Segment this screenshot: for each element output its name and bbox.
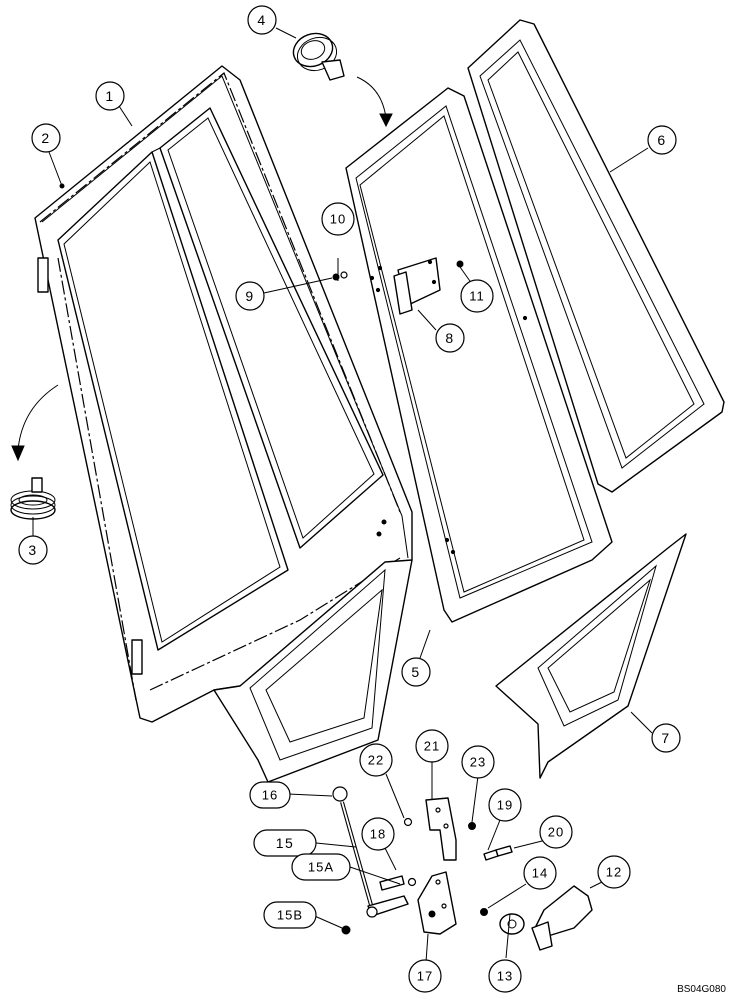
arrow-seal-left xyxy=(17,384,59,451)
pin-15a xyxy=(366,895,409,918)
callout-4-label: 4 xyxy=(257,12,266,28)
seal-roll-top xyxy=(292,32,345,81)
callout-9: 9 xyxy=(235,281,265,311)
callout-15b-label: 15B xyxy=(277,908,303,923)
callout-17-label: 17 xyxy=(417,969,433,984)
callout-11-label: 11 xyxy=(469,289,485,304)
callout-14-label: 14 xyxy=(532,866,548,881)
bolt-20 xyxy=(495,845,513,857)
callout-15-label: 15 xyxy=(276,835,295,851)
nut-15b xyxy=(341,925,351,935)
arrowhead-seal-left xyxy=(11,445,25,462)
callout-16-label: 16 xyxy=(262,788,278,803)
callout-9-label: 9 xyxy=(245,288,254,304)
callout-5: 5 xyxy=(401,657,431,687)
outer-glass-panel xyxy=(467,19,725,493)
callout-13-label: 13 xyxy=(497,969,513,984)
screw-22 xyxy=(403,817,413,827)
callout-22-label: 22 xyxy=(368,753,384,768)
callout-3: 3 xyxy=(18,535,48,565)
callout-12: 12 xyxy=(597,855,631,889)
latch-bracket xyxy=(393,257,441,315)
cylinder-13 xyxy=(499,913,525,935)
callout-7: 7 xyxy=(651,723,681,753)
callout-3-label: 3 xyxy=(28,542,37,558)
nut-11 xyxy=(456,260,464,268)
callout-20-label: 20 xyxy=(548,825,564,840)
callout-23-label: 23 xyxy=(470,755,486,770)
callout-5-label: 5 xyxy=(411,664,420,680)
screw-9-washer-10 xyxy=(332,271,348,281)
callout-1-label: 1 xyxy=(105,88,114,104)
callout-1: 1 xyxy=(95,81,125,111)
callout-15a-label: 15A xyxy=(308,860,334,875)
callout-21-label: 21 xyxy=(424,739,440,754)
callout-12-label: 12 xyxy=(606,865,622,880)
inner-glass-panel xyxy=(345,87,613,623)
callout-15b: 15B xyxy=(263,901,317,929)
callout-11: 11 xyxy=(460,279,494,313)
callout-22: 22 xyxy=(359,743,393,777)
callout-19: 19 xyxy=(488,788,522,822)
callout-8: 8 xyxy=(435,323,465,353)
seal-coil-left xyxy=(10,477,56,520)
callout-16: 16 xyxy=(249,781,291,809)
callout-4: 4 xyxy=(247,5,277,35)
callout-14: 14 xyxy=(523,856,557,890)
latch-plate-21 xyxy=(425,797,457,861)
knob-16 xyxy=(332,786,348,802)
callout-10-label: 10 xyxy=(330,212,346,227)
callout-7-label: 7 xyxy=(661,730,670,746)
callout-8-label: 8 xyxy=(445,330,454,346)
callout-17: 17 xyxy=(408,959,442,993)
callout-23: 23 xyxy=(461,745,495,779)
nut-23 xyxy=(468,822,476,830)
callout-18-label: 18 xyxy=(370,827,386,842)
nut-14 xyxy=(480,908,488,916)
arrow-seal-top xyxy=(356,76,387,119)
callout-21: 21 xyxy=(415,729,449,763)
callout-10: 10 xyxy=(321,202,355,236)
callout-20: 20 xyxy=(539,815,573,849)
lower-glass-panel xyxy=(495,533,687,779)
latch-body-17 xyxy=(417,871,457,935)
rod-15 xyxy=(340,801,373,906)
callout-6-label: 6 xyxy=(657,132,666,148)
callout-2: 2 xyxy=(31,123,61,153)
callout-2-label: 2 xyxy=(41,130,50,146)
figure-reference-code: BS04G080 xyxy=(677,984,726,995)
callout-6: 6 xyxy=(647,125,677,155)
bolt-18 xyxy=(379,875,417,891)
handle-12 xyxy=(531,885,593,951)
callout-13: 13 xyxy=(488,959,522,993)
callout-15a: 15A xyxy=(291,853,351,881)
callout-15: 15 xyxy=(253,829,317,857)
arrowhead-seal-top xyxy=(379,113,393,128)
door-frame xyxy=(34,65,413,783)
callout-19-label: 19 xyxy=(497,798,513,813)
callout-18: 18 xyxy=(361,817,395,851)
